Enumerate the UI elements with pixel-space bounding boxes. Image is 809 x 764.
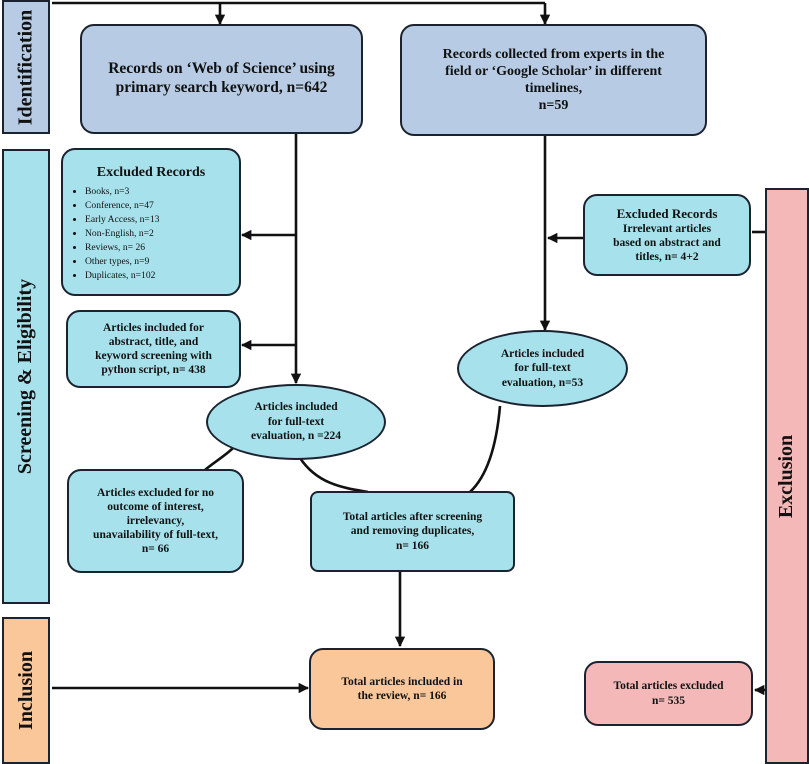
expert-records-line-1: Records collected from experts in the [442, 46, 665, 62]
excluded-item: Duplicates, n=102 [85, 269, 159, 283]
excluded-item: Non-English, n=2 [85, 227, 159, 241]
excluded-item: Early Access, n=13 [85, 213, 159, 227]
total-after-screening-line-1: Total articles after screening [342, 511, 483, 524]
abstract-screening-line-1: Articles included for [103, 321, 204, 334]
abstract-screening-line-2: abstract, title, and [108, 335, 199, 348]
abstract-screening-box: Articles included for abstract, title, a… [66, 310, 241, 388]
abstract-screening-line-4: python script, n= 438 [101, 364, 206, 377]
excluded-no-outcome-line-5: n= 66 [141, 543, 170, 556]
wos-records-box: Records on ‘Web of Science’ using primar… [80, 24, 363, 134]
total-excluded-box: Total articles excluded n= 535 [584, 661, 753, 726]
expert-records-line-4: n=59 [538, 98, 569, 114]
excluded-no-outcome-line-4: unavailability of full-text, [93, 529, 218, 541]
excluded-right-line-3: based on abstract and [613, 236, 721, 249]
excluded-no-outcome-line-1: Articles excluded for no [96, 486, 214, 499]
wos-records-line-2: primary search keyword, n=642 [115, 79, 328, 96]
total-excluded-line-1: Total articles excluded [613, 680, 724, 693]
excluded-records-left-title: Excluded Records [96, 165, 206, 180]
expert-records-box: Records collected from experts in the fi… [400, 24, 707, 136]
total-after-screening-line-3: n= 166 [395, 539, 430, 552]
phase-identification-label: Identification [14, 9, 37, 125]
fulltext-right-ellipse: Articles included for full-text evaluati… [457, 330, 628, 407]
expert-records-line-3: timelines, [524, 81, 583, 96]
curve-left-to-total [298, 457, 369, 494]
excluded-records-right-box: Excluded Records Irrelevant articles bas… [583, 194, 751, 276]
total-included-line-1: Total articles included in [341, 675, 463, 688]
total-excluded-line-2: n= 535 [651, 694, 686, 707]
total-included-box: Total articles included in the review, n… [309, 648, 495, 730]
fulltext-left-line-1: Articles included [254, 401, 338, 414]
phase-inclusion-band: Inclusion [2, 617, 50, 764]
excluded-no-outcome-box: Articles excluded for no outcome of inte… [67, 469, 244, 573]
excluded-right-title: Excluded Records [616, 206, 718, 222]
fulltext-right-line-2: for full-text [514, 362, 571, 375]
phase-exclusion-band: Exclusion [765, 188, 809, 764]
curve-right-to-total [469, 405, 502, 493]
excluded-records-left-box: Excluded Records Books, n=3 Conference, … [61, 148, 241, 296]
excluded-item: Other types, n=9 [85, 255, 159, 269]
phase-exclusion-label: Exclusion [775, 434, 798, 518]
fulltext-left-line-2: for full-text [267, 415, 325, 428]
excluded-records-left-list: Books, n=3 Conference, n=47 Early Access… [63, 185, 159, 282]
total-included-line-2: the review, n= 166 [357, 690, 447, 702]
fulltext-left-ellipse: Articles included for full-text evaluati… [206, 384, 386, 460]
wos-records-line-1: Records on ‘Web of Science’ using [108, 60, 335, 78]
fulltext-right-line-1: Articles included [500, 347, 585, 360]
phase-identification-band: Identification [2, 0, 50, 134]
excluded-right-line-2: Irrelevant articles [622, 222, 712, 235]
excluded-right-line-4: titles, n= 4+2 [635, 250, 699, 263]
abstract-screening-line-3: keyword screening with [95, 350, 212, 362]
phase-screening-band: Screening & Eligibility [2, 149, 50, 604]
expert-records-line-2: field or ‘Google Scholar’ in different [445, 63, 662, 79]
fulltext-right-line-3: evaluation, n=53 [501, 376, 584, 389]
excluded-no-outcome-line-2: outcome of interest, [107, 500, 204, 513]
excluded-item: Reviews, n= 26 [85, 241, 159, 255]
total-after-screening-line-2: and removing duplicates, [350, 525, 475, 538]
phase-inclusion-label: Inclusion [14, 651, 37, 730]
excluded-item: Conference, n=47 [85, 199, 159, 213]
total-after-screening-box: Total articles after screening and remov… [310, 491, 515, 572]
excluded-item: Books, n=3 [85, 185, 159, 199]
excluded-no-outcome-line-3: irrelevancy, [126, 514, 185, 527]
fulltext-left-line-3: evaluation, n =224 [251, 430, 341, 443]
phase-screening-label: Screening & Eligibility [14, 278, 37, 475]
